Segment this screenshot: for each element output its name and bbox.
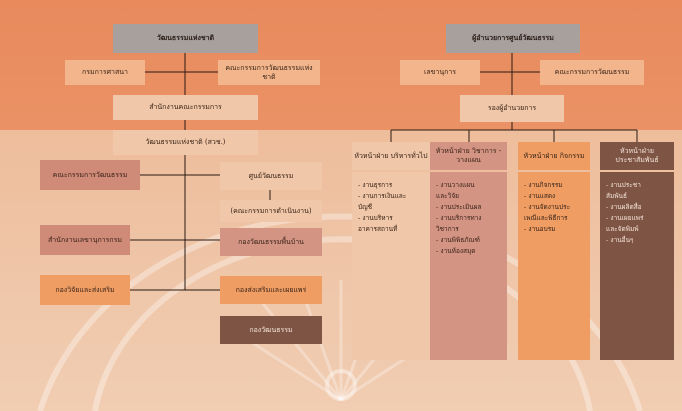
admin-head-box: หัวหน้าฝ่าย บริหารทั่วไป <box>352 142 430 170</box>
culture-center-box: ศูนย์วัฒนธรรม <box>220 162 322 190</box>
culture-committee-box: คณะกรรมการวัฒนธรรม <box>40 160 140 190</box>
duty-item: - งานห้องสมุด <box>436 247 476 256</box>
religious-dept-box: กรมการศาสนา <box>65 60 145 85</box>
center-director-box: ผู้อำนวยการศูนย์วัฒนธรรม <box>446 24 580 53</box>
duty-item: - งานอบรม <box>524 225 556 234</box>
national-culture-box: วัฒนธรรมแห่งชาติ <box>113 24 258 53</box>
duty-item: - งานบริหาร <box>358 214 393 223</box>
duty-item: และวิจัย <box>436 192 459 201</box>
duty-item: - งานวางแผน <box>436 181 475 189</box>
secretariat-box: สำนักงานเลขานุการกรม <box>40 225 130 255</box>
pr-head-box: หัวหน้าฝ่าย ประชาสัมพันธ์ <box>600 142 674 170</box>
secretary-box: เลขานุการ <box>400 60 480 85</box>
activities-duties-column: - งานกิจกรรม - งานแสดง - งานจัดงานประ เพ… <box>518 172 590 360</box>
duty-item: - งานประเมินผล <box>436 203 482 212</box>
duty-item: - งานธุรการ <box>358 181 393 189</box>
duty-item: - งานบริการทาง <box>436 214 482 223</box>
duty-item: เพณีและพิธีการ <box>524 214 568 223</box>
duty-item: - งานพิพิธภัณฑ์ <box>436 236 480 245</box>
duty-item: อาคารสถานที่ <box>358 225 398 234</box>
deputy-director-box: รองผู้อำนวยการ <box>460 95 564 122</box>
duty-item: และจัดพิมพ์ <box>606 225 639 234</box>
promotion-publicity-box: กองส่งเสริมและเผยแพร่ <box>220 276 322 304</box>
committee-office-sub-box: วัฒนธรรมแห่งชาติ (สวช.) <box>113 130 258 155</box>
duty-item: - งานกิจกรรม <box>524 181 563 189</box>
duty-item: - งานเผยแพร่ <box>606 214 644 223</box>
committee-office-box: สำนักงานคณะกรรมการ <box>113 95 258 120</box>
academic-head-box: หัวหน้าฝ่าย วิชาการ - วางแผน <box>430 142 507 170</box>
duty-item: - งานประชา <box>606 181 641 189</box>
academic-duties-column: - งานวางแผน และวิจัย - งานประเมินผล - งา… <box>430 172 507 360</box>
duty-item: - งานอื่นๆ <box>606 236 634 245</box>
culture-committee-right-box: คณะกรรมการวัฒนธรรม <box>540 60 644 85</box>
culture-center-sub-box: (คณะกรรมการดำเนินงาน) <box>220 200 322 222</box>
admin-duties-column: - งานธุรการ - งานการเงินและ บัญชี - งานบ… <box>352 172 430 360</box>
duty-item: บัญชี <box>358 203 373 212</box>
national-committee-box: คณะกรรมการวัฒนธรรมแห่งชาติ <box>218 60 320 85</box>
duty-item: - งานผลิตสื่อ <box>606 203 642 212</box>
activities-head-box: หัวหน้าฝ่าย กิจกรรม <box>518 142 590 170</box>
duty-item: - งานการเงินและ <box>358 192 407 201</box>
duty-item: - งานแสดง <box>524 192 556 201</box>
folk-culture-box: กองวัฒนธรรมพื้นบ้าน <box>220 228 322 256</box>
pr-duties-column: - งานประชา สัมพันธ์ - งานผลิตสื่อ - งานเ… <box>600 172 674 360</box>
duty-item: สัมพันธ์ <box>606 192 627 201</box>
research-promotion-box: กองวิจัยและส่งเสริม <box>40 275 130 305</box>
culture-division-box: กองวัฒนธรรม <box>220 316 322 344</box>
duty-item: วิชาการ <box>436 225 459 234</box>
duty-item: - งานจัดงานประ <box>524 203 571 212</box>
